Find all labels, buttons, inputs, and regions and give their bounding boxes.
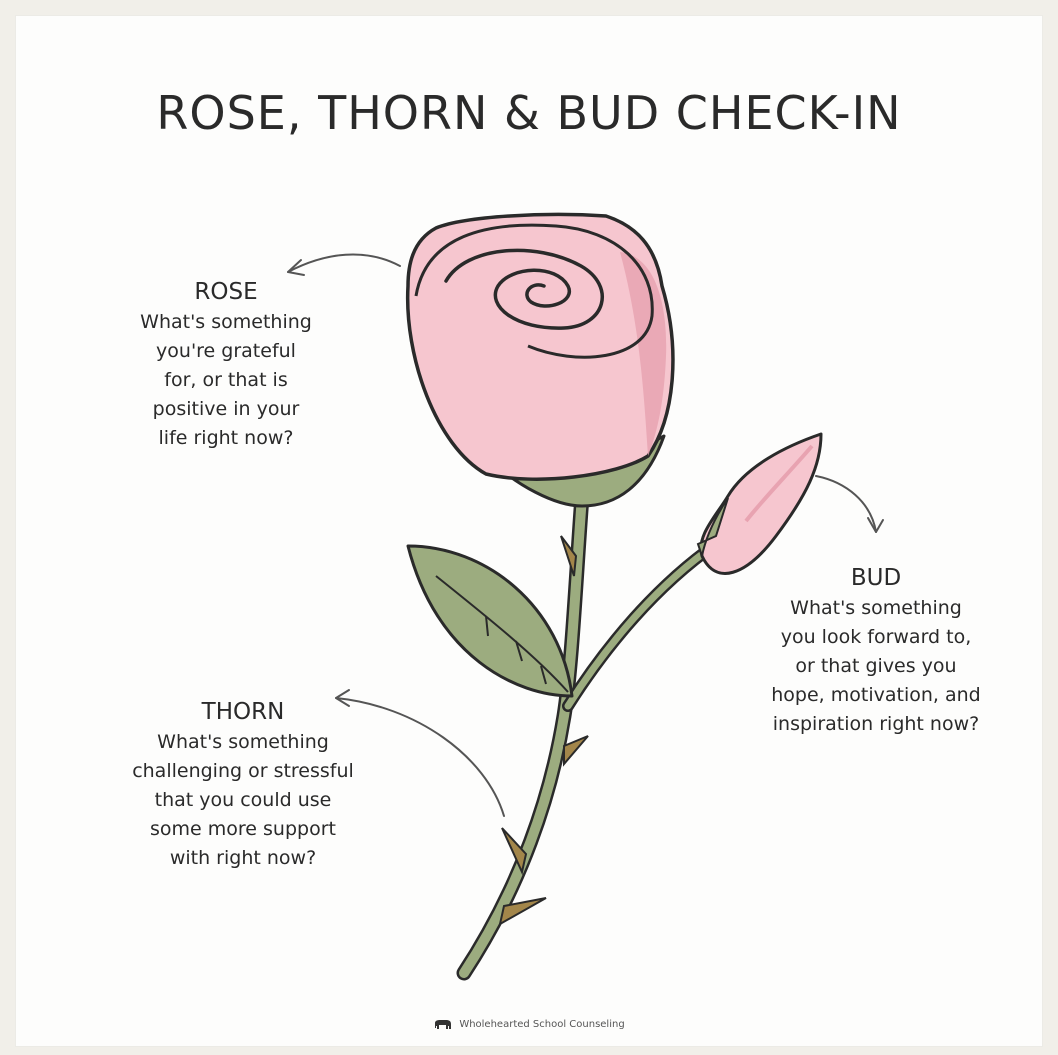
bud-line: or that gives you — [726, 652, 1026, 681]
thorn-line: challenging or stressful — [78, 757, 408, 786]
bud-section: BUD What's something you look forward to… — [726, 564, 1026, 739]
thorn-line: with right now? — [78, 844, 408, 873]
bud-line: inspiration right now? — [726, 710, 1026, 739]
thorn-icon — [564, 736, 588, 764]
bud-arrow-icon — [816, 476, 883, 532]
leaf-icon — [408, 546, 572, 696]
footer-text: Wholehearted School Counseling — [459, 1019, 624, 1030]
infographic-card: ROSE, THORN & BUD CHECK-IN ROSE What's s… — [16, 16, 1042, 1046]
rose-line: What's something — [76, 308, 376, 337]
rose-heading: ROSE — [76, 278, 376, 306]
bud-line: What's something — [726, 594, 1026, 623]
bud-heading: BUD — [726, 564, 1026, 592]
rose-line: you're grateful — [76, 337, 376, 366]
bud-line: hope, motivation, and — [726, 681, 1026, 710]
thorn-line: some more support — [78, 815, 408, 844]
bud-line: you look forward to, — [726, 623, 1026, 652]
rose-line: for, or that is — [76, 366, 376, 395]
bud-flower-icon — [698, 434, 821, 573]
rose-section: ROSE What's something you're grateful fo… — [76, 278, 376, 453]
thorn-section: THORN What's something challenging or st… — [78, 698, 408, 873]
thorn-line: that you could use — [78, 786, 408, 815]
page-title: ROSE, THORN & BUD CHECK-IN — [16, 86, 1042, 140]
rose-arrow-icon — [288, 255, 400, 275]
rose-line: life right now? — [76, 424, 376, 453]
rose-flower-icon — [408, 215, 673, 480]
rose-illustration — [16, 16, 1042, 1046]
thorn-line: What's something — [78, 728, 408, 757]
bud-stem — [568, 544, 716, 706]
footer-credit: Wholehearted School Counseling — [16, 1019, 1042, 1030]
rose-line: positive in your — [76, 395, 376, 424]
elephant-icon — [433, 1019, 453, 1030]
thorn-heading: THORN — [78, 698, 408, 726]
